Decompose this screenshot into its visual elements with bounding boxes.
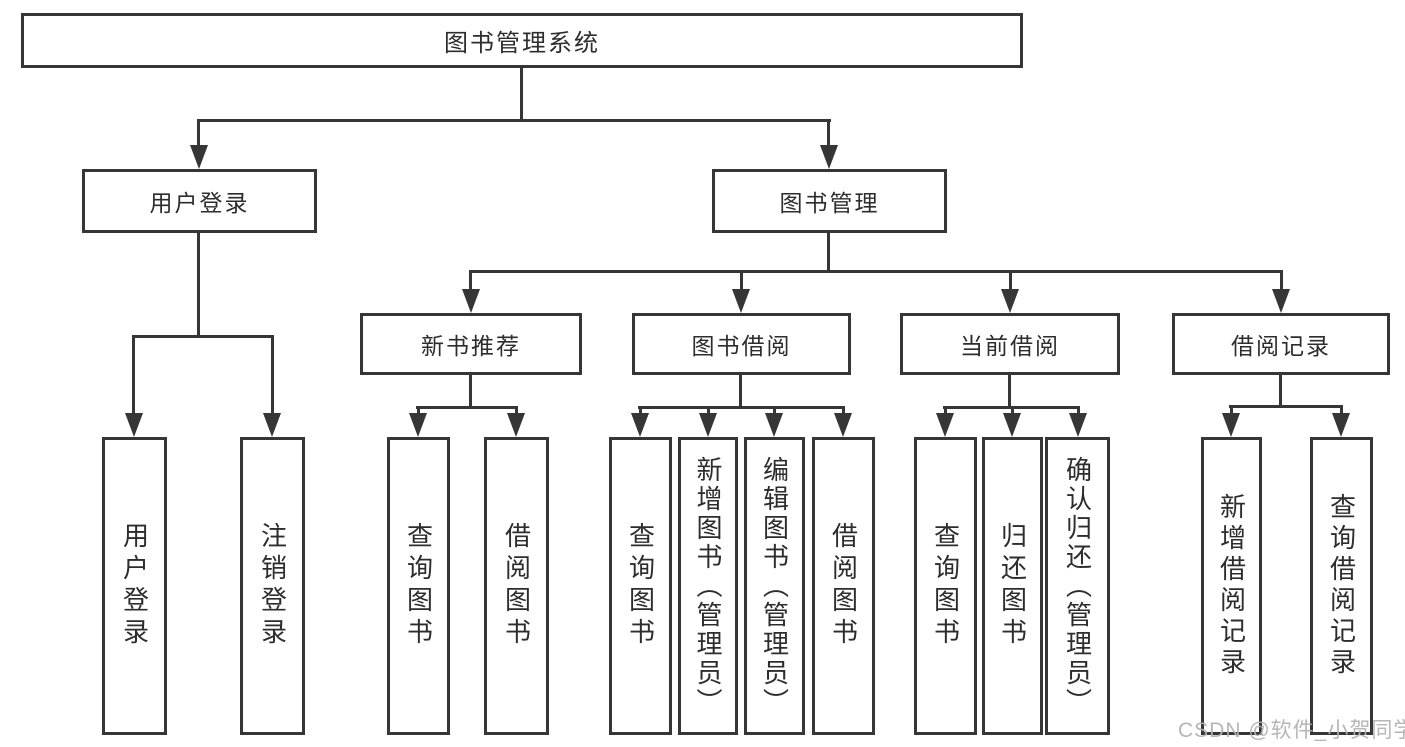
node-label: 确认归还（管理员）	[1062, 455, 1093, 717]
arrow-down-icon	[631, 413, 649, 437]
arrow-down-icon	[263, 413, 281, 437]
connector-line	[1008, 375, 1011, 409]
node-leaf-borrow-books-recommend: 借阅图书	[484, 437, 549, 735]
arrow-down-icon	[820, 145, 838, 169]
arrow-down-icon	[190, 145, 208, 169]
arrow-down-icon	[1272, 289, 1290, 313]
connector-line	[1340, 405, 1343, 418]
connector-line	[773, 406, 776, 418]
connector-line	[132, 335, 274, 338]
connector-line	[944, 406, 947, 418]
connector-line	[827, 233, 830, 273]
node-leaf-add-books-admin: 新增图书（管理员）	[678, 437, 738, 735]
node-leaf-confirm-return-admin: 确认归还（管理员）	[1045, 437, 1110, 735]
arrow-down-icon	[1001, 289, 1019, 313]
node-new-book-recommendation: 新书推荐	[360, 313, 582, 375]
connector-line	[740, 270, 743, 292]
node-library-management-system: 图书管理系统	[21, 13, 1023, 68]
node-leaf-logout: 注销登录	[240, 437, 305, 735]
node-leaf-borrow-books-borrowing: 借阅图书	[812, 437, 875, 735]
connector-line	[416, 406, 518, 409]
arrow-down-icon	[507, 413, 525, 437]
arrow-down-icon	[699, 413, 717, 437]
node-label: 图书管理	[779, 190, 880, 216]
arrow-down-icon	[765, 413, 783, 437]
arrow-down-icon	[1332, 413, 1350, 437]
node-book-management: 图书管理	[712, 169, 947, 233]
connector-line	[197, 233, 200, 338]
node-label: 编辑图书（管理员）	[759, 455, 790, 717]
connector-line	[520, 68, 523, 122]
connector-line	[469, 375, 472, 409]
node-label: 查询图书	[625, 522, 656, 650]
connector-line	[638, 406, 845, 409]
node-label: 新书推荐	[421, 333, 521, 359]
connector-line	[707, 406, 710, 418]
node-label: 用户登录	[119, 522, 150, 650]
node-label: 查询借阅记录	[1326, 493, 1357, 679]
connector-line	[1229, 405, 1343, 408]
node-label: 借阅图书	[828, 522, 859, 650]
node-leaf-query-books-current: 查询图书	[914, 437, 977, 735]
connector-line	[1077, 406, 1080, 418]
arrow-down-icon	[834, 413, 852, 437]
node-label: 图书借阅	[691, 333, 792, 359]
node-label: 归还图书	[997, 522, 1028, 650]
connector-line	[1011, 406, 1014, 418]
connector-line	[197, 119, 200, 149]
connector-line	[842, 406, 845, 418]
arrow-down-icon	[732, 289, 750, 313]
node-leaf-query-books-recommend: 查询图书	[387, 437, 450, 735]
node-leaf-edit-books-admin: 编辑图书（管理员）	[744, 437, 805, 735]
connector-line	[132, 335, 135, 415]
arrow-down-icon	[409, 413, 427, 437]
connector-line	[469, 270, 472, 292]
arrow-down-icon	[462, 289, 480, 313]
node-label: 借阅图书	[501, 522, 532, 650]
node-current-borrowing: 当前借阅	[900, 313, 1120, 375]
node-leaf-return-books: 归还图书	[982, 437, 1043, 735]
node-label: 查询图书	[930, 522, 961, 650]
arrow-down-icon	[1003, 413, 1021, 437]
arrow-down-icon	[1222, 413, 1240, 437]
connector-line	[515, 406, 518, 418]
node-label: 注销登录	[257, 522, 288, 650]
node-user-login: 用户登录	[82, 169, 317, 233]
connector-line	[469, 270, 1283, 273]
arrow-down-icon	[936, 413, 954, 437]
node-label: 新增借阅记录	[1216, 493, 1247, 679]
node-label: 当前借阅	[960, 333, 1060, 359]
node-leaf-query-borrow-record: 查询借阅记录	[1310, 437, 1373, 735]
connector-line	[417, 406, 420, 418]
node-leaf-user-login: 用户登录	[102, 437, 167, 735]
node-label: 借阅记录	[1231, 333, 1331, 359]
connector-line	[1279, 375, 1282, 408]
connector-line	[639, 406, 642, 418]
node-label: 用户登录	[149, 190, 250, 216]
arrow-down-icon	[125, 413, 143, 437]
connector-line	[1230, 405, 1233, 418]
node-book-borrowing: 图书借阅	[632, 313, 851, 375]
connector-line	[271, 335, 274, 415]
node-leaf-add-borrow-record: 新增借阅记录	[1201, 437, 1262, 735]
node-label: 查询图书	[403, 522, 434, 650]
node-leaf-query-books-borrowing: 查询图书	[609, 437, 672, 735]
connector-line	[1280, 270, 1283, 292]
connector-line	[197, 119, 831, 122]
connector-line	[827, 119, 830, 149]
node-label: 图书管理系统	[444, 30, 600, 57]
arrow-down-icon	[1069, 413, 1087, 437]
watermark: CSDN @软件_小贺同学	[1178, 719, 1405, 742]
node-label: 新增图书（管理员）	[693, 455, 723, 717]
connector-line	[739, 375, 742, 409]
node-borrowing-records: 借阅记录	[1172, 313, 1390, 375]
connector-line	[1009, 270, 1012, 292]
